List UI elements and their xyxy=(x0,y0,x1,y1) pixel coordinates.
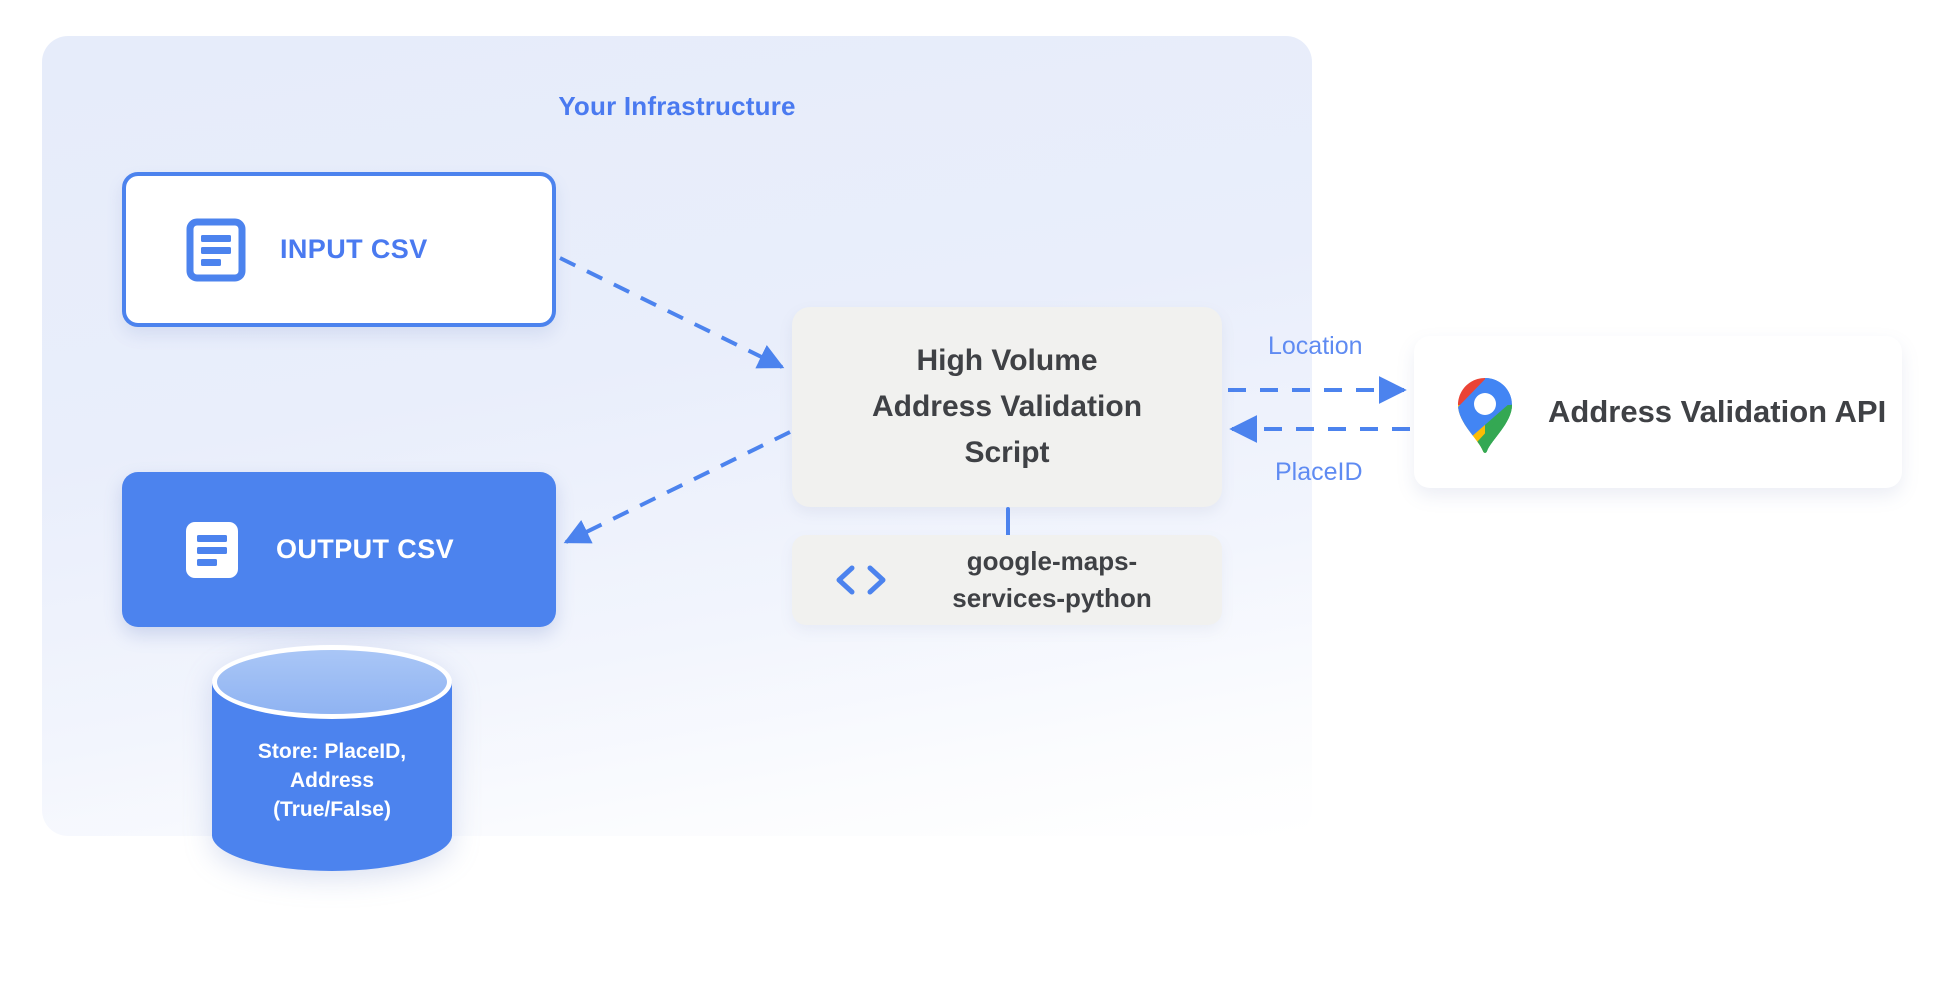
library-label: google-maps- services-python xyxy=(912,543,1222,617)
edge-script-to-library xyxy=(1006,507,1010,537)
library-label-line-1: google-maps- xyxy=(966,546,1138,576)
node-address-validation-api[interactable]: Address Validation API xyxy=(1414,336,1902,488)
edge-label-placeid: PlaceID xyxy=(1275,458,1363,486)
database-label: Store: PlaceID, Address (True/False) xyxy=(212,737,452,824)
script-label-line-2: Address Validation xyxy=(871,390,1143,423)
database-label-line-2: Address xyxy=(289,769,375,792)
edge-label-location: Location xyxy=(1268,332,1363,360)
node-library[interactable]: google-maps- services-python xyxy=(792,535,1222,625)
database-label-line-3: (True/False) xyxy=(273,798,391,821)
output-csv-label: OUTPUT CSV xyxy=(276,534,455,564)
input-csv-label: INPUT CSV xyxy=(280,234,428,264)
document-icon xyxy=(180,518,244,582)
node-output-csv[interactable]: OUTPUT CSV xyxy=(122,472,556,627)
panel-title: Your Infrastructure xyxy=(558,91,796,121)
database-label-line-1: Store: PlaceID, xyxy=(257,740,407,763)
script-label-line-3: Script xyxy=(964,436,1050,469)
cylinder-top xyxy=(212,645,452,719)
api-label: Address Validation API xyxy=(1548,394,1887,429)
google-maps-pin-icon xyxy=(1452,376,1518,453)
library-label-line-2: services-python xyxy=(952,583,1152,613)
node-database[interactable]: Store: PlaceID, Address (True/False) xyxy=(212,645,452,871)
node-input-csv[interactable]: INPUT CSV xyxy=(122,172,556,327)
node-script[interactable]: High Volume Address Validation Script xyxy=(792,307,1222,507)
script-label-line-1: High Volume xyxy=(916,344,1098,377)
document-icon xyxy=(184,218,248,282)
code-brackets-icon xyxy=(832,560,890,600)
